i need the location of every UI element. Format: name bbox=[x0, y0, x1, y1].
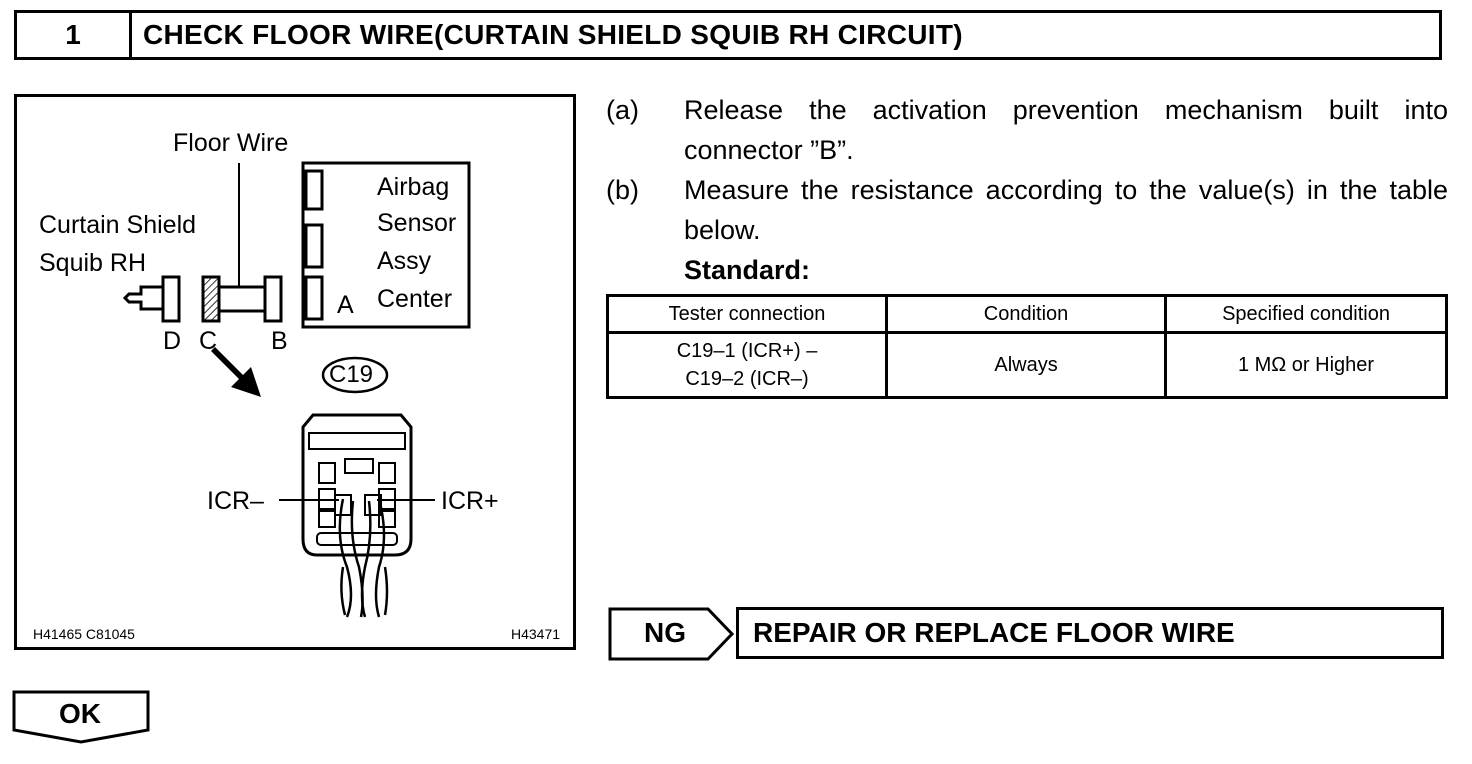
connector-code-ellipse bbox=[321, 356, 389, 394]
instruction-text: Measure the resistance according to the … bbox=[684, 175, 1448, 245]
table-header-row: Tester connection Condition Specified co… bbox=[605, 294, 1448, 334]
pin-icr-minus bbox=[334, 494, 352, 516]
wiring-diagram: Floor Wire Curtain Shield Squib RH Airba… bbox=[14, 94, 576, 650]
sensor-label: Sensor bbox=[377, 209, 457, 237]
floor-wire-harness bbox=[217, 285, 267, 313]
ng-label: NG bbox=[644, 617, 686, 648]
connector-bottom-slot bbox=[316, 532, 398, 546]
ng-action-box: REPAIR OR REPLACE FLOOR WIRE bbox=[736, 607, 1444, 659]
cell-specified: 1 MΩ or Higher bbox=[1164, 331, 1448, 399]
standard-label: Standard: bbox=[684, 255, 811, 285]
step-title: CHECK FLOOR WIRE(CURTAIN SHIELD SQUIB RH… bbox=[143, 19, 963, 50]
header-condition: Condition bbox=[885, 294, 1168, 334]
connector-top-latch bbox=[308, 432, 406, 450]
connector-d-body bbox=[161, 275, 181, 323]
connector-c-body bbox=[201, 275, 221, 323]
curtain-shield-label: Curtain Shield bbox=[39, 211, 197, 239]
connector-b-label: B bbox=[271, 327, 288, 355]
figure-ref-code-right: H43471 bbox=[511, 626, 561, 642]
connector-d-label: D bbox=[163, 327, 182, 355]
header-specified-condition: Specified condition bbox=[1164, 294, 1448, 334]
cell-condition: Always bbox=[885, 331, 1168, 399]
connector-b-body bbox=[263, 275, 283, 323]
sensor-slot-2 bbox=[304, 223, 324, 269]
instruction-text: Release the activation prevention mechan… bbox=[684, 95, 1448, 165]
step-number: 1 bbox=[17, 13, 132, 57]
ng-arrow-shape bbox=[608, 607, 734, 661]
ok-arrow-shape bbox=[12, 690, 150, 744]
instruction-item: (a) Release the activation prevention me… bbox=[606, 90, 1448, 170]
figure-ref-codes: H41465 C81045 bbox=[33, 626, 135, 642]
floor-wire-label: Floor Wire bbox=[173, 129, 289, 157]
connector-c-label: C bbox=[199, 327, 218, 355]
instruction-item: (b) Measure the resistance according to … bbox=[606, 170, 1448, 250]
connector-a-label: A bbox=[337, 291, 354, 319]
airbag-sensor-box bbox=[301, 161, 471, 329]
wire-right bbox=[374, 498, 386, 618]
diagram-drawing bbox=[122, 161, 471, 618]
direction-arrow bbox=[211, 347, 261, 397]
connector-outline bbox=[301, 413, 413, 557]
header-tester-connection: Tester connection bbox=[605, 294, 889, 334]
connector-tab bbox=[344, 458, 374, 474]
step-header: 1 CHECK FLOOR WIRE(CURTAIN SHIELD SQUIB … bbox=[14, 10, 1442, 60]
wire-mid-2 bbox=[360, 500, 372, 618]
wire-left bbox=[338, 498, 353, 618]
squib-plug bbox=[122, 285, 165, 311]
pin-cavity-2 bbox=[378, 462, 396, 484]
ok-label: OK bbox=[59, 698, 101, 729]
airbag-label: Airbag bbox=[377, 173, 450, 201]
cell-tester-connection: C19–1 (ICR+) – C19–2 (ICR–) bbox=[605, 331, 889, 399]
tester-line-2: C19–2 (ICR–) bbox=[685, 368, 809, 390]
instruction-list: (a) Release the activation prevention me… bbox=[606, 90, 1448, 290]
instruction-mark: (a) bbox=[606, 95, 639, 125]
pin-cavity-6 bbox=[378, 510, 396, 528]
tester-line-1: C19–1 (ICR+) – bbox=[676, 340, 818, 362]
assy-label: Assy bbox=[377, 247, 432, 275]
icr-plus-label: ICR+ bbox=[441, 487, 499, 515]
spec-table: Tester connection Condition Specified co… bbox=[605, 294, 1448, 399]
squib-rh-label: Squib RH bbox=[39, 249, 146, 277]
center-label: Center bbox=[377, 285, 453, 313]
connector-code: C19 bbox=[329, 361, 374, 388]
icr-minus-label: ICR– bbox=[207, 487, 264, 515]
table-row: C19–1 (ICR+) – C19–2 (ICR–) Always 1 MΩ … bbox=[605, 331, 1448, 399]
instruction-mark: (b) bbox=[606, 175, 639, 205]
sensor-slot-a bbox=[304, 275, 324, 321]
pin-cavity-5 bbox=[318, 510, 336, 528]
wire-sheath-right bbox=[383, 566, 389, 616]
pin-cavity-1 bbox=[318, 462, 336, 484]
sensor-slot-1 bbox=[304, 169, 324, 211]
wire-sheath-left bbox=[340, 566, 347, 616]
